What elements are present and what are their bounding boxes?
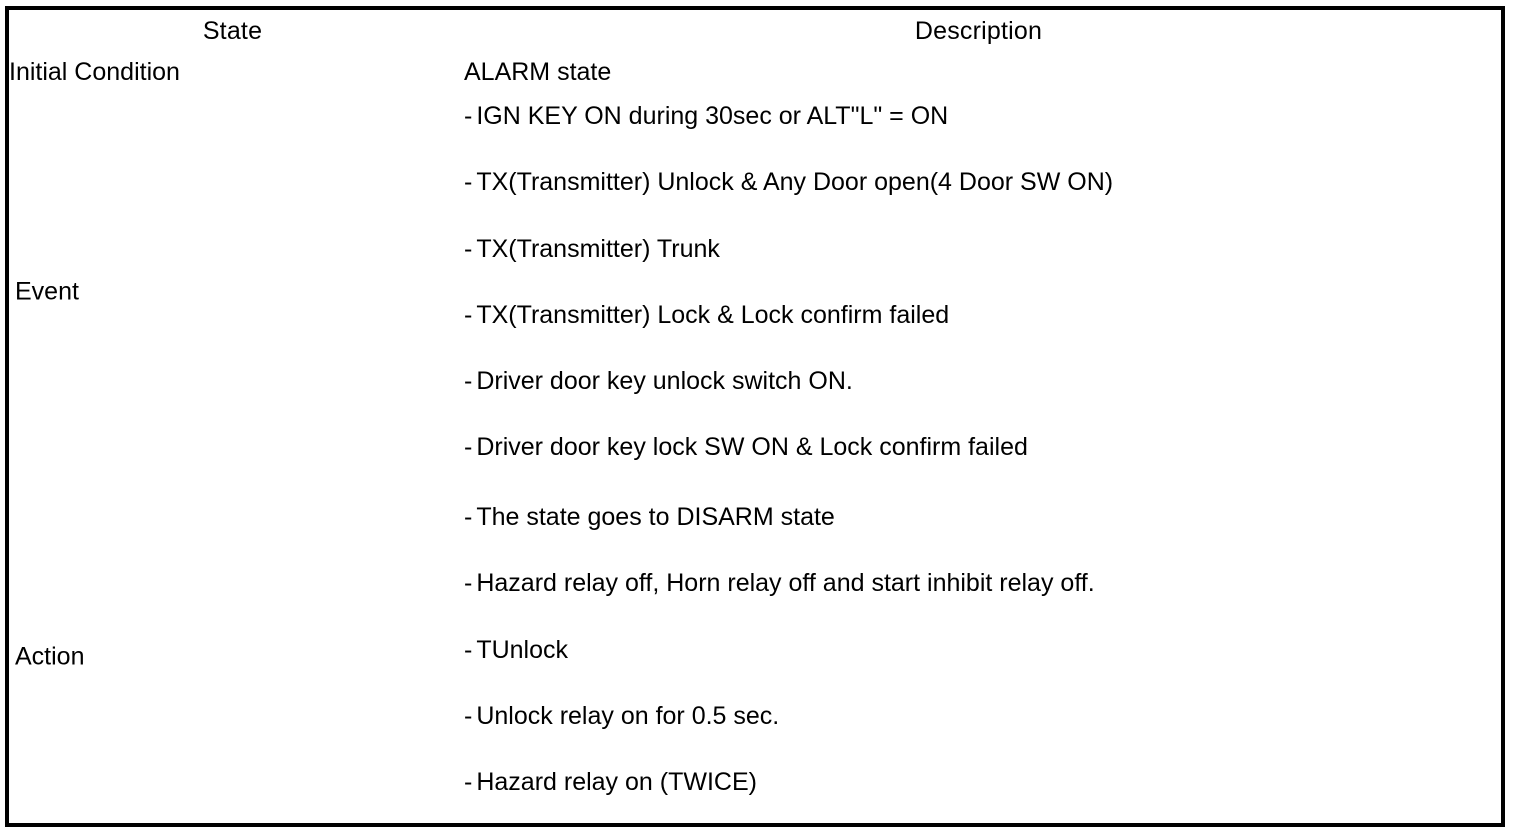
list-item: -IGN KEY ON during 30sec or ALT"L" = ON bbox=[456, 93, 1501, 159]
bullet-marker: - bbox=[464, 768, 473, 797]
list-item-text: Driver door key lock SW ON & Lock confir… bbox=[476, 433, 1028, 462]
table-header-row: State Description bbox=[7, 8, 1503, 52]
cell-description-initial-condition: ALARM state bbox=[456, 52, 1503, 93]
list-item: -TUnlock bbox=[456, 624, 1501, 690]
list-item: -The state goes to DISARM state bbox=[456, 491, 1501, 557]
event-item-list: -IGN KEY ON during 30sec or ALT"L" = ON … bbox=[456, 93, 1501, 491]
list-item: -Unlock relay on for 0.5 sec. bbox=[456, 690, 1501, 756]
bullet-marker: - bbox=[464, 433, 473, 462]
column-header-state: State bbox=[7, 8, 456, 52]
list-item: -Hazard relay off, Horn relay off and st… bbox=[456, 557, 1501, 623]
list-item-text: Unlock relay on for 0.5 sec. bbox=[476, 701, 780, 730]
list-item: -TX(Transmitter) Trunk bbox=[456, 226, 1501, 292]
list-item-text: TX(Transmitter) Trunk bbox=[476, 234, 720, 263]
list-item-text: The state goes to DISARM state bbox=[476, 502, 835, 531]
list-item-text: TX(Transmitter) Lock & Lock confirm fail… bbox=[476, 300, 950, 329]
bullet-marker: - bbox=[464, 102, 473, 130]
list-item-text: IGN KEY ON during 30sec or ALT"L" = ON bbox=[476, 102, 949, 130]
cell-description-event: -IGN KEY ON during 30sec or ALT"L" = ON … bbox=[456, 93, 1503, 491]
list-item-text: Hazard relay on (TWICE) bbox=[476, 768, 757, 797]
list-item-text: TUnlock bbox=[476, 635, 569, 664]
bullet-marker: - bbox=[464, 367, 473, 396]
list-item-text: TX(Transmitter) Unlock & Any Door open(4… bbox=[476, 168, 1114, 197]
list-item-text: Hazard relay off, Horn relay off and sta… bbox=[476, 569, 1095, 598]
bullet-marker: - bbox=[464, 635, 473, 664]
bullet-marker: - bbox=[464, 168, 473, 197]
document-page: State Description Initial Condition ALAR… bbox=[5, 6, 1505, 827]
list-item: -Hazard relay on (TWICE) bbox=[456, 756, 1501, 822]
cell-state-initial-condition: Initial Condition bbox=[7, 52, 456, 93]
table-row-initial-condition: Initial Condition ALARM state bbox=[7, 52, 1503, 93]
cell-state-action: Action bbox=[7, 490, 456, 825]
list-item-text: Driver door key unlock switch ON. bbox=[476, 367, 853, 396]
bullet-marker: - bbox=[464, 300, 473, 329]
bullet-marker: - bbox=[464, 234, 473, 263]
table-row-event: Event -IGN KEY ON during 30sec or ALT"L"… bbox=[7, 93, 1503, 491]
list-item: -TX(Transmitter) Unlock & Any Door open(… bbox=[456, 159, 1501, 225]
bullet-marker: - bbox=[464, 502, 473, 531]
list-item: -Driver door key unlock switch ON. bbox=[456, 358, 1501, 424]
bullet-marker: - bbox=[464, 701, 473, 730]
table-row-action: Action -The state goes to DISARM state -… bbox=[7, 490, 1503, 825]
column-header-description: Description bbox=[456, 8, 1503, 52]
cell-state-event-label: Event bbox=[15, 277, 79, 306]
bullet-marker: - bbox=[464, 569, 473, 598]
list-item: -Driver door key lock SW ON & Lock confi… bbox=[456, 424, 1501, 490]
action-item-list: -The state goes to DISARM state -Hazard … bbox=[456, 491, 1501, 823]
cell-state-action-label: Action bbox=[15, 642, 85, 671]
cell-state-event: Event bbox=[7, 93, 456, 491]
state-description-table: State Description Initial Condition ALAR… bbox=[5, 6, 1505, 827]
cell-description-action: -The state goes to DISARM state -Hazard … bbox=[456, 490, 1503, 825]
list-item: -TX(Transmitter) Lock & Lock confirm fai… bbox=[456, 292, 1501, 358]
